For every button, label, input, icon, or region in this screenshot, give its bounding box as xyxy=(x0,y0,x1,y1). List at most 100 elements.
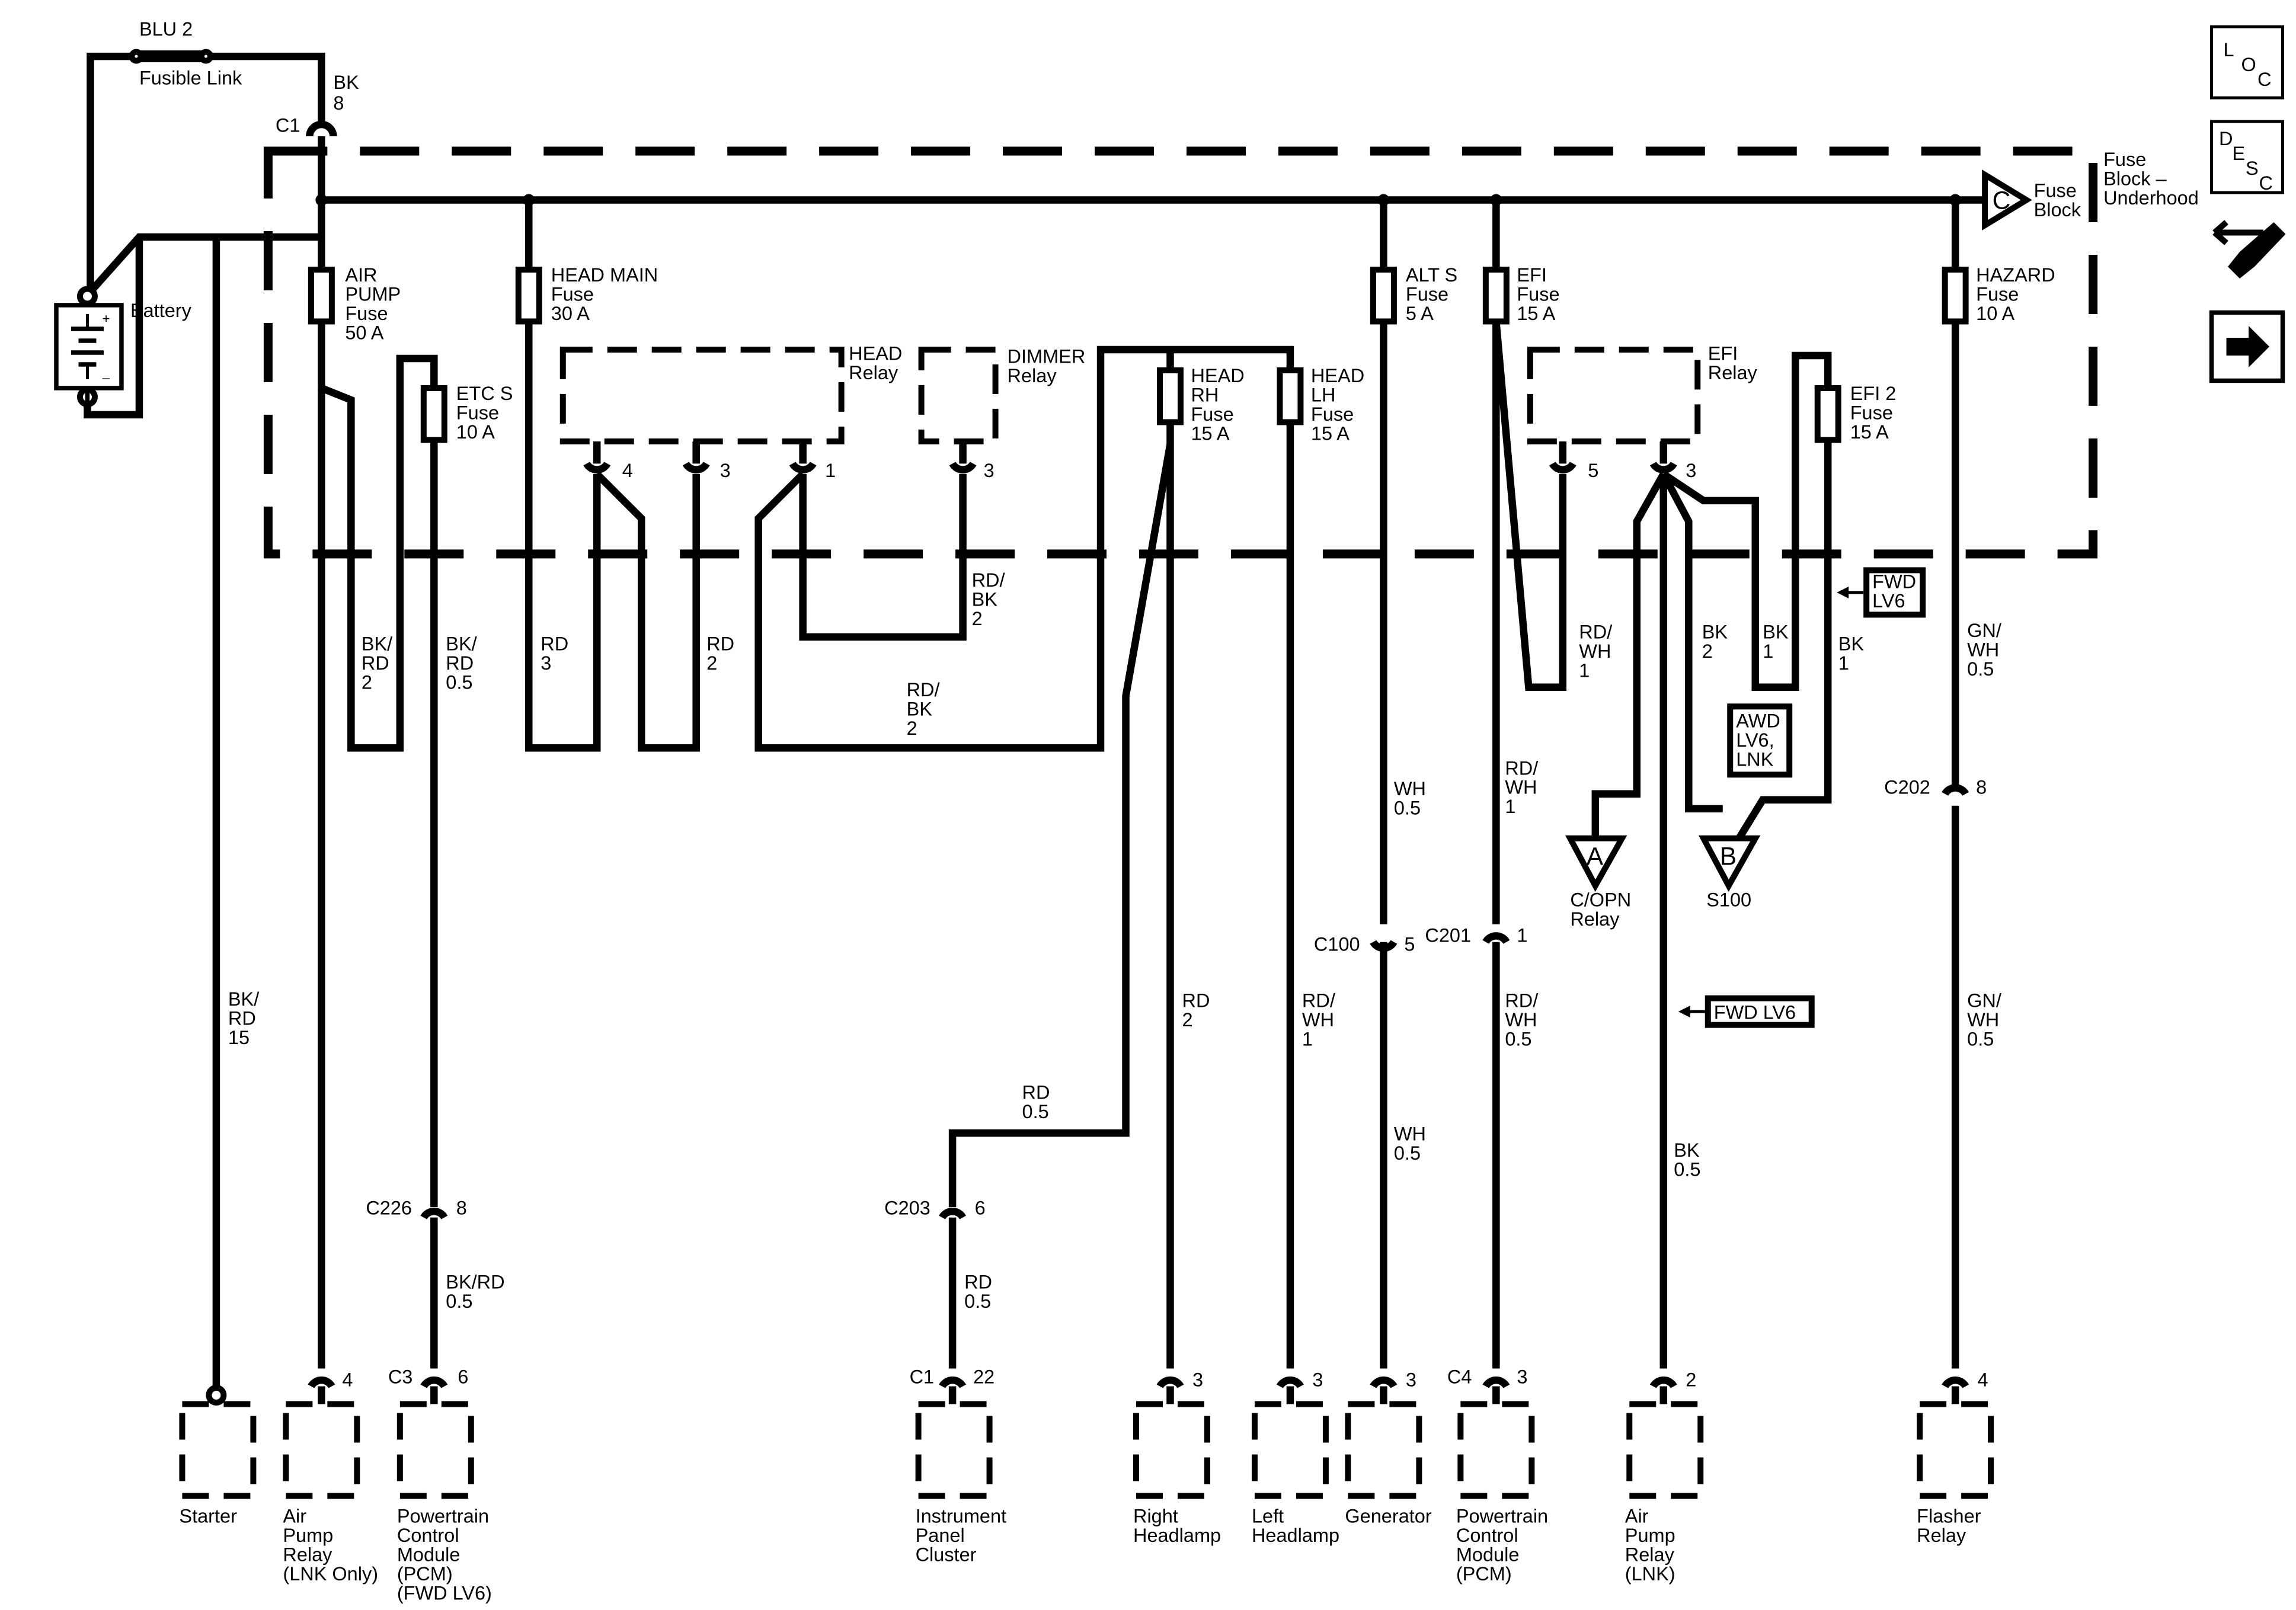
svg-text:EFI 2: EFI 2 xyxy=(1850,383,1897,404)
svg-text:(PCM): (PCM) xyxy=(1456,1563,1512,1585)
flag-fwd-lv6-b xyxy=(1705,995,1815,1028)
fuse-block-label: Fuse xyxy=(2103,149,2146,170)
svg-text:B: B xyxy=(1720,843,1737,871)
svg-text:ALT S: ALT S xyxy=(1406,264,1457,286)
svg-text:0.5: 0.5 xyxy=(1967,1029,1994,1050)
svg-text:(FWD LV6): (FWD LV6) xyxy=(397,1582,492,1603)
svg-text:3: 3 xyxy=(1406,1369,1416,1390)
svg-text:Fuse: Fuse xyxy=(345,303,388,324)
desc-icon[interactable] xyxy=(2210,120,2285,194)
svg-text:AWD: AWD xyxy=(1736,710,1780,731)
svg-text:PUMP: PUMP xyxy=(345,283,401,305)
svg-text:Module: Module xyxy=(1456,1544,1520,1565)
svg-text:2: 2 xyxy=(1686,1369,1696,1390)
svg-text:Pump: Pump xyxy=(1625,1525,1675,1546)
svg-text:Relay: Relay xyxy=(1625,1544,1675,1565)
svg-text:0.5: 0.5 xyxy=(1674,1159,1700,1180)
svg-text:HEAD: HEAD xyxy=(1311,365,1364,386)
svg-text:Relay: Relay xyxy=(1708,362,1758,383)
svg-text:WH: WH xyxy=(1505,777,1537,798)
svg-text:Control: Control xyxy=(397,1525,459,1546)
svg-text:0.5: 0.5 xyxy=(446,1291,472,1312)
flag-awd xyxy=(1727,703,1793,778)
svg-text:Instrument: Instrument xyxy=(916,1505,1006,1526)
svg-text:Fuse: Fuse xyxy=(1191,404,1233,425)
svg-text:LV6: LV6 xyxy=(1872,590,1905,612)
svg-text:BK: BK xyxy=(1838,633,1865,654)
svg-text:5 A: 5 A xyxy=(1406,303,1434,324)
svg-text:WH: WH xyxy=(1579,641,1611,662)
svg-text:C3: C3 xyxy=(388,1366,413,1387)
svg-text:Right: Right xyxy=(1133,1505,1178,1526)
svg-text:(PCM): (PCM) xyxy=(397,1563,453,1585)
svg-text:4: 4 xyxy=(622,460,633,481)
svg-text:BK: BK xyxy=(1702,621,1728,642)
svg-text:LV6,: LV6, xyxy=(1736,729,1774,751)
svg-text:Module: Module xyxy=(397,1544,461,1565)
svg-text:RD: RD xyxy=(964,1272,992,1293)
component-boxes xyxy=(179,1401,1994,1499)
dimmer-relay xyxy=(918,346,999,444)
fuse-efi xyxy=(1482,266,1510,325)
svg-text:Pump: Pump xyxy=(283,1525,333,1546)
connector-labels: C202 8 C100 5 C201 1 C226 8 C203 6 xyxy=(366,777,1987,1219)
offpage-b xyxy=(1698,835,1761,892)
svg-text:EFI: EFI xyxy=(1708,343,1738,364)
tools-icon[interactable] xyxy=(2212,220,2286,279)
svg-text:C1: C1 xyxy=(910,1366,935,1387)
fuse-head-rh xyxy=(1156,367,1184,425)
relay-labels: HEAD Relay 4 3 1 DIMMER Relay 3 EFI Rela… xyxy=(622,343,1758,481)
svg-text:Powertrain: Powertrain xyxy=(1456,1505,1548,1526)
svg-text:15 A: 15 A xyxy=(1311,422,1350,444)
svg-text:RD/: RD/ xyxy=(1579,621,1613,642)
svg-text:C4: C4 xyxy=(1447,1366,1472,1387)
svg-text:WH: WH xyxy=(1394,1124,1426,1145)
svg-text:A: A xyxy=(1587,843,1604,871)
bottom-connectors xyxy=(308,1376,1969,1404)
svg-text:S: S xyxy=(2246,158,2259,179)
connector-c-letter: C xyxy=(1993,187,2011,215)
fuse-labels: AIR PUMP Fuse 50 A ETC S Fuse 10 A HEAD … xyxy=(345,264,2055,444)
svg-text:Fuse: Fuse xyxy=(1850,402,1893,423)
svg-text:1: 1 xyxy=(825,460,836,481)
svg-text:BK/: BK/ xyxy=(446,633,477,654)
component-labels: Starter 4 Air Pump Relay (LNK Only) C3 6… xyxy=(179,1366,1988,1603)
svg-text:RD: RD xyxy=(541,633,568,654)
svg-text:+: + xyxy=(102,311,110,326)
connector-c-symbol xyxy=(1982,169,2032,231)
flag-fwd-lv6-a xyxy=(1863,567,1926,618)
svg-text:2: 2 xyxy=(907,718,917,739)
svg-text:15 A: 15 A xyxy=(1517,303,1555,324)
svg-text:Fuse: Fuse xyxy=(1406,283,1448,305)
svg-text:3: 3 xyxy=(1192,1369,1203,1390)
fuse-hazard xyxy=(1942,266,1969,325)
svg-text:8: 8 xyxy=(333,92,344,114)
svg-text:C: C xyxy=(2257,69,2271,90)
svg-text:D: D xyxy=(2219,128,2233,149)
feed-wire-label: BK xyxy=(333,72,359,93)
svg-text:5: 5 xyxy=(1588,460,1598,481)
svg-text:RD: RD xyxy=(362,652,389,674)
arrow-right-icon[interactable] xyxy=(2209,310,2285,383)
svg-text:0.5: 0.5 xyxy=(1505,1029,1531,1050)
svg-text:2: 2 xyxy=(706,652,717,674)
svg-text:Fuse: Fuse xyxy=(2034,180,2077,201)
svg-text:GN/: GN/ xyxy=(1967,620,2002,641)
fuse-alt-s xyxy=(1370,266,1397,325)
svg-text:WH: WH xyxy=(1302,1009,1334,1030)
fuse-air-pump xyxy=(308,266,335,325)
svg-text:RD/: RD/ xyxy=(1505,990,1539,1012)
fusible-wire-label: BLU 2 xyxy=(139,18,193,40)
svg-text:0.5: 0.5 xyxy=(1394,1142,1421,1164)
svg-text:WH: WH xyxy=(1967,639,1999,660)
loc-icon[interactable] xyxy=(2210,25,2285,100)
svg-text:RD/: RD/ xyxy=(1505,757,1539,779)
svg-text:C201: C201 xyxy=(1425,925,1471,946)
svg-text:Flasher: Flasher xyxy=(1917,1505,1981,1526)
svg-text:C202: C202 xyxy=(1884,777,1930,798)
svg-text:LH: LH xyxy=(1311,384,1336,405)
svg-text:0.5: 0.5 xyxy=(1394,798,1421,819)
svg-text:Fuse: Fuse xyxy=(551,283,594,305)
svg-text:(LNK): (LNK) xyxy=(1625,1563,1675,1585)
fuse-etc-s xyxy=(420,385,447,443)
